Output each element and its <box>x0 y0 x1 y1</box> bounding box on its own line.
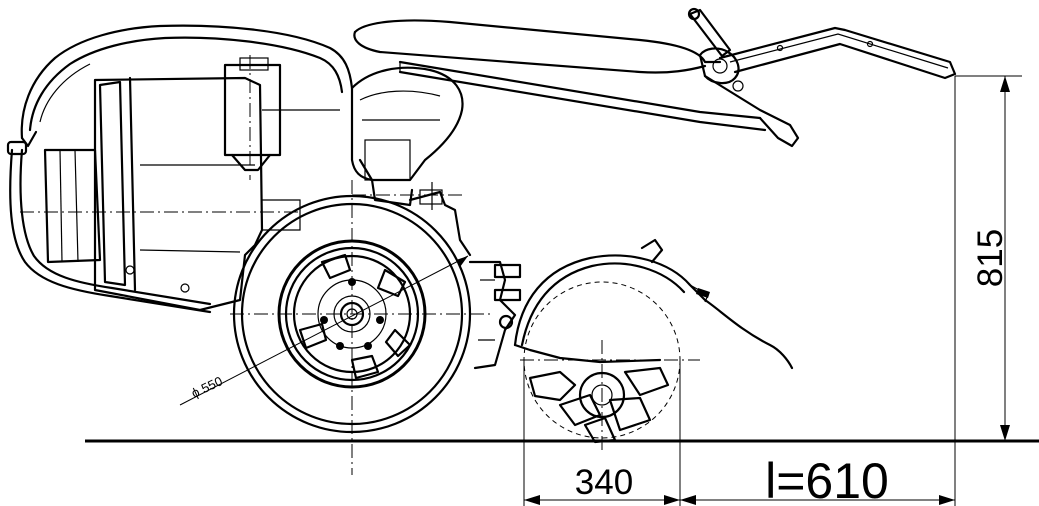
handlebar <box>353 7 957 148</box>
height-label: 815 <box>971 229 1010 287</box>
tiller-rotor <box>520 281 700 450</box>
tiller-hood <box>513 238 794 370</box>
height-dimension <box>954 75 1022 506</box>
engine-hood <box>20 24 374 182</box>
fuel-tank <box>350 66 464 182</box>
tiller-length-label: 340 <box>575 463 633 502</box>
overall-length-label: l=610 <box>765 453 889 506</box>
drive-wheel <box>230 180 490 475</box>
front-bumper <box>6 140 212 314</box>
length-dimensions <box>523 360 955 506</box>
gearbox <box>468 260 522 370</box>
wheel-diameter-label: ϕ 550 <box>189 373 225 400</box>
wheel-diameter-dimension <box>179 255 469 406</box>
engine-block <box>20 55 340 312</box>
